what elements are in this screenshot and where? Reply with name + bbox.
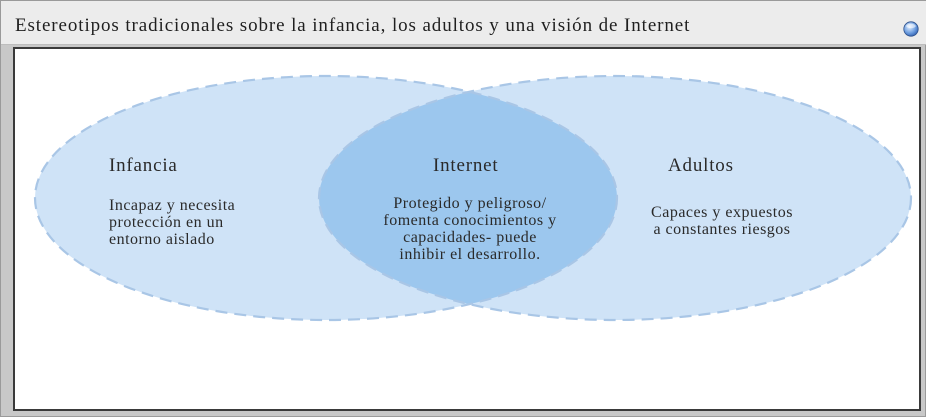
venn-diagram	[33, 74, 913, 322]
text-adultos: Capaces y expuestos a constantes riesgos	[627, 204, 817, 238]
adultos-line: a constantes riesgos	[653, 221, 791, 238]
internet-line: capacidades- puede	[403, 229, 537, 246]
globe-icon[interactable]	[903, 21, 919, 37]
text-infancia: Incapaz y necesita protección en un ento…	[109, 197, 235, 248]
ellipse-infancia-outline	[33, 74, 619, 322]
title-bar: Estereotipos tradicionales sobre la infa…	[1, 1, 926, 45]
internet-line: inhibir el desarrollo.	[399, 246, 541, 263]
infancia-line: Incapaz y necesita	[109, 197, 236, 214]
infancia-line: entorno aislado	[109, 231, 215, 248]
heading-adultos: Adultos	[668, 155, 734, 176]
diagram-title: Estereotipos tradicionales sobre la infa…	[15, 15, 691, 36]
infancia-line: protección en un	[109, 214, 224, 231]
overlap-internet	[319, 76, 617, 320]
heading-infancia: Infancia	[109, 155, 178, 176]
internet-line: Protegido y peligroso/	[393, 195, 547, 212]
diagram-panel: Infancia Incapaz y necesita protección e…	[13, 47, 921, 411]
text-internet: Protegido y peligroso/ fomenta conocimie…	[345, 195, 595, 263]
ellipse-adultos-outline	[317, 74, 913, 322]
heading-internet: Internet	[433, 155, 499, 176]
adultos-line: Capaces y expuestos	[651, 204, 793, 221]
internet-line: fomenta conocimientos y	[383, 212, 557, 229]
